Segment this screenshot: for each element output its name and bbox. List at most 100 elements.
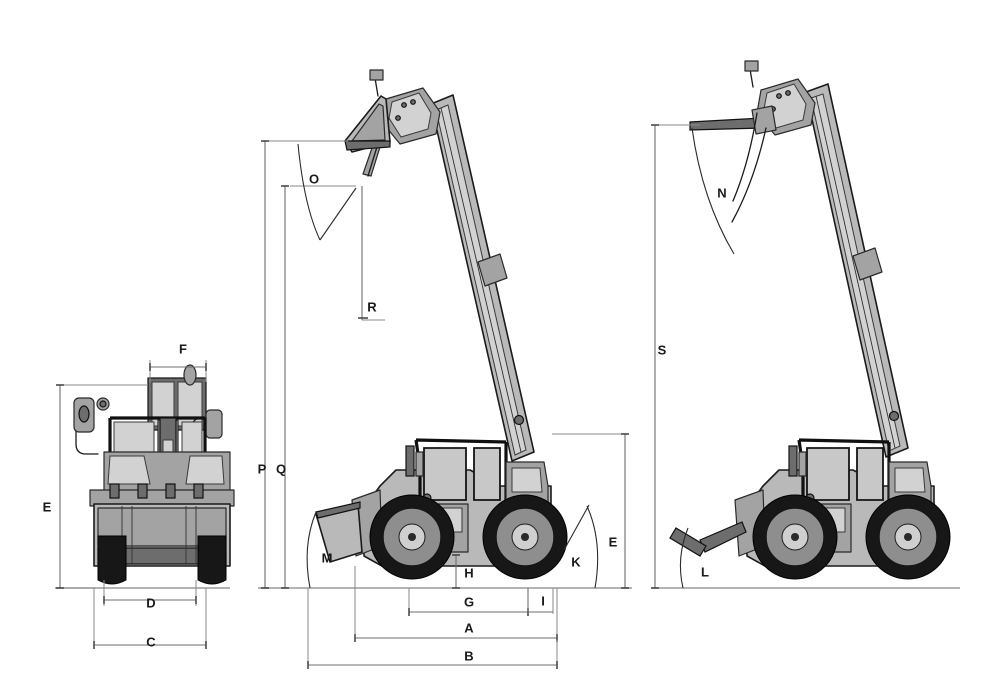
dim-label-P: P bbox=[258, 461, 267, 476]
ext-boom-seam bbox=[815, 95, 896, 449]
ext-rear-hub-center bbox=[904, 533, 912, 541]
front-tire-left bbox=[97, 535, 127, 585]
dimension-I: I bbox=[527, 588, 554, 614]
boom-seam bbox=[440, 107, 522, 453]
boom-head-bolt-3 bbox=[395, 115, 401, 121]
front-tire-right bbox=[197, 535, 227, 585]
ext-head-bolt-2 bbox=[785, 90, 791, 96]
dim-label-E-side: E bbox=[609, 534, 618, 549]
dimension-S: S bbox=[651, 124, 700, 589]
side-elevation-boom-extended-view: N S L bbox=[651, 60, 951, 589]
dimension-P: P bbox=[258, 140, 296, 589]
boom-section-collar bbox=[477, 253, 508, 287]
side-cab-window-rear bbox=[473, 447, 501, 501]
front-glass-left bbox=[113, 421, 155, 453]
front-mirror-knob-center bbox=[99, 400, 107, 408]
dimension-R: R bbox=[358, 186, 385, 321]
ext-tilt-link-2 bbox=[731, 127, 767, 223]
side-bucket-lip-low bbox=[315, 501, 361, 519]
dimension-L: L bbox=[679, 527, 709, 589]
ext-exhaust-stack bbox=[788, 445, 798, 477]
ext-engine-vent bbox=[894, 467, 926, 493]
dimension-N: N bbox=[691, 127, 735, 255]
front-bucket-rib-3 bbox=[165, 483, 176, 499]
dim-label-S: S bbox=[658, 342, 667, 357]
boom-head-bolt-2 bbox=[410, 99, 416, 105]
dim-M-arc bbox=[306, 511, 317, 589]
dimension-K: K bbox=[563, 504, 599, 589]
ext-tilt-link bbox=[732, 112, 758, 202]
side-intake-stack bbox=[415, 451, 424, 477]
raised-bucket-lip bbox=[344, 140, 391, 151]
front-mirror-right bbox=[205, 409, 223, 439]
bucket-hook-head bbox=[369, 69, 384, 81]
dim-label-G: G bbox=[464, 594, 474, 609]
front-bucket-rib-1 bbox=[109, 483, 120, 499]
front-bucket-rib-2 bbox=[137, 483, 148, 499]
dim-O-arc bbox=[297, 143, 321, 241]
ext-intake-stack bbox=[798, 451, 807, 477]
side-engine-vent bbox=[511, 467, 543, 493]
front-body-hood-right bbox=[185, 455, 225, 485]
dim-label-M: M bbox=[322, 550, 333, 565]
raised-boom-assembly bbox=[344, 69, 535, 462]
dim-label-E-front: E bbox=[43, 499, 52, 514]
dim-label-R: R bbox=[367, 299, 377, 314]
side-elevation-boom-raised-view: O R P Q bbox=[258, 69, 629, 669]
ext-hook-head bbox=[744, 60, 759, 72]
dim-label-B: B bbox=[464, 648, 473, 663]
side-exhaust-stack bbox=[405, 445, 415, 477]
dim-label-H: H bbox=[464, 565, 473, 580]
ext-boom-joint-lower bbox=[888, 410, 900, 422]
ext-boom-collar bbox=[852, 247, 883, 281]
front-elevation-view: F E D bbox=[43, 341, 235, 649]
ext-top-fork-bar bbox=[689, 117, 763, 131]
dimension-F: F bbox=[149, 341, 207, 382]
ext-front-hub-center bbox=[791, 533, 799, 541]
front-body-hood-left bbox=[107, 455, 151, 485]
dimension-M: M bbox=[306, 511, 333, 589]
front-glass-right bbox=[181, 421, 203, 453]
dimension-A: A bbox=[354, 566, 558, 642]
dim-label-I: I bbox=[541, 593, 545, 608]
side-cab-window-front bbox=[423, 447, 467, 501]
dim-label-L: L bbox=[701, 564, 709, 579]
front-machine-drawing bbox=[73, 364, 235, 585]
dim-label-A: A bbox=[464, 620, 474, 635]
dim-label-O: O bbox=[309, 171, 319, 186]
dim-O-leg bbox=[319, 187, 357, 241]
extended-boom-assembly bbox=[689, 60, 909, 458]
front-mirror-glass-left bbox=[78, 405, 90, 423]
dimension-O: O bbox=[272, 140, 357, 241]
dim-N-arc bbox=[691, 127, 735, 255]
dimension-H: H bbox=[452, 554, 474, 589]
ext-head-bolt-1 bbox=[776, 93, 782, 99]
raised-machine-body bbox=[315, 438, 568, 580]
dimension-G: G bbox=[408, 588, 529, 616]
dim-label-K: K bbox=[571, 554, 581, 569]
raised-bucket-face bbox=[351, 103, 386, 142]
dimension-C: C bbox=[93, 588, 207, 649]
dimension-D: D bbox=[103, 580, 197, 610]
dim-label-N: N bbox=[717, 185, 726, 200]
dim-label-Q: Q bbox=[276, 461, 286, 476]
ext-cab-window-rear bbox=[856, 447, 884, 501]
dim-K-arc bbox=[586, 505, 599, 589]
front-beacon bbox=[183, 364, 197, 386]
dim-label-D: D bbox=[146, 595, 155, 610]
ext-fork-tine-lower bbox=[669, 527, 707, 557]
side-rear-hub-center bbox=[521, 533, 529, 541]
dim-label-F: F bbox=[179, 341, 187, 356]
dim-label-C: C bbox=[146, 634, 156, 649]
dimension-Q: Q bbox=[276, 185, 289, 589]
dim-L-arc bbox=[679, 527, 689, 589]
front-bucket-rib-4 bbox=[193, 483, 204, 499]
side-front-hub-center bbox=[408, 533, 416, 541]
dimension-E-front: E bbox=[43, 384, 148, 589]
boom-joint-lower bbox=[513, 414, 525, 426]
extended-machine-body bbox=[669, 438, 951, 580]
boom-head-bolt-1 bbox=[401, 102, 407, 108]
dimension-E-side: E bbox=[552, 433, 629, 589]
